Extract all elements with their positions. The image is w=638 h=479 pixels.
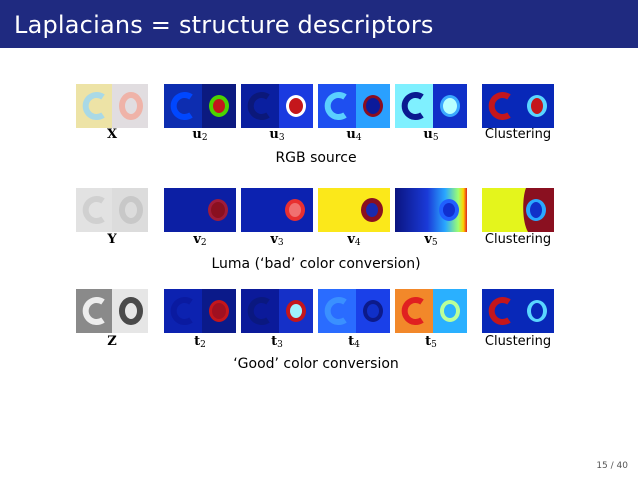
caption-rgb-source: RGB source — [275, 150, 357, 166]
image-t2 — [164, 289, 236, 333]
label-t4: t4 — [348, 334, 360, 350]
image-v5 — [395, 188, 467, 232]
label-x: X — [106, 127, 118, 142]
image-v2 — [164, 188, 236, 232]
image-clustering-luma — [482, 188, 554, 232]
label-u2: u2 — [192, 127, 208, 143]
slide-header: Laplacians = structure descriptors — [0, 0, 638, 48]
image-v3 — [241, 188, 313, 232]
image-t3 — [241, 289, 313, 333]
image-u3 — [241, 84, 313, 128]
label-u3: u3 — [269, 127, 285, 143]
caption-luma: Luma (‘bad’ color conversion) — [211, 256, 421, 272]
image-u2 — [164, 84, 236, 128]
label-v2: v2 — [193, 232, 207, 248]
label-z: Z — [107, 334, 117, 349]
image-u5 — [395, 84, 467, 128]
image-y — [76, 188, 148, 232]
label-t3: t3 — [271, 334, 283, 350]
label-t5: t5 — [425, 334, 437, 350]
label-clustering: Clustering — [484, 232, 552, 247]
label-y: Y — [107, 232, 117, 247]
label-u5: u5 — [423, 127, 439, 143]
image-z — [76, 289, 148, 333]
caption-good-conversion: ‘Good’ color conversion — [233, 356, 399, 372]
label-v3: v3 — [270, 232, 284, 248]
image-u4 — [318, 84, 390, 128]
label-v4: v4 — [347, 232, 361, 248]
image-t4 — [318, 289, 390, 333]
image-t5 — [395, 289, 467, 333]
image-x — [76, 84, 148, 128]
label-clustering: Clustering — [484, 127, 552, 142]
label-u4: u4 — [346, 127, 362, 143]
image-clustering-good — [482, 289, 554, 333]
page-number: 15 / 40 — [596, 461, 628, 471]
image-v4 — [318, 188, 390, 232]
image-clustering-rgb — [482, 84, 554, 128]
label-clustering: Clustering — [484, 334, 552, 349]
label-v5: v5 — [424, 232, 438, 248]
label-t2: t2 — [194, 334, 206, 350]
slide-title: Laplacians = structure descriptors — [14, 11, 434, 39]
